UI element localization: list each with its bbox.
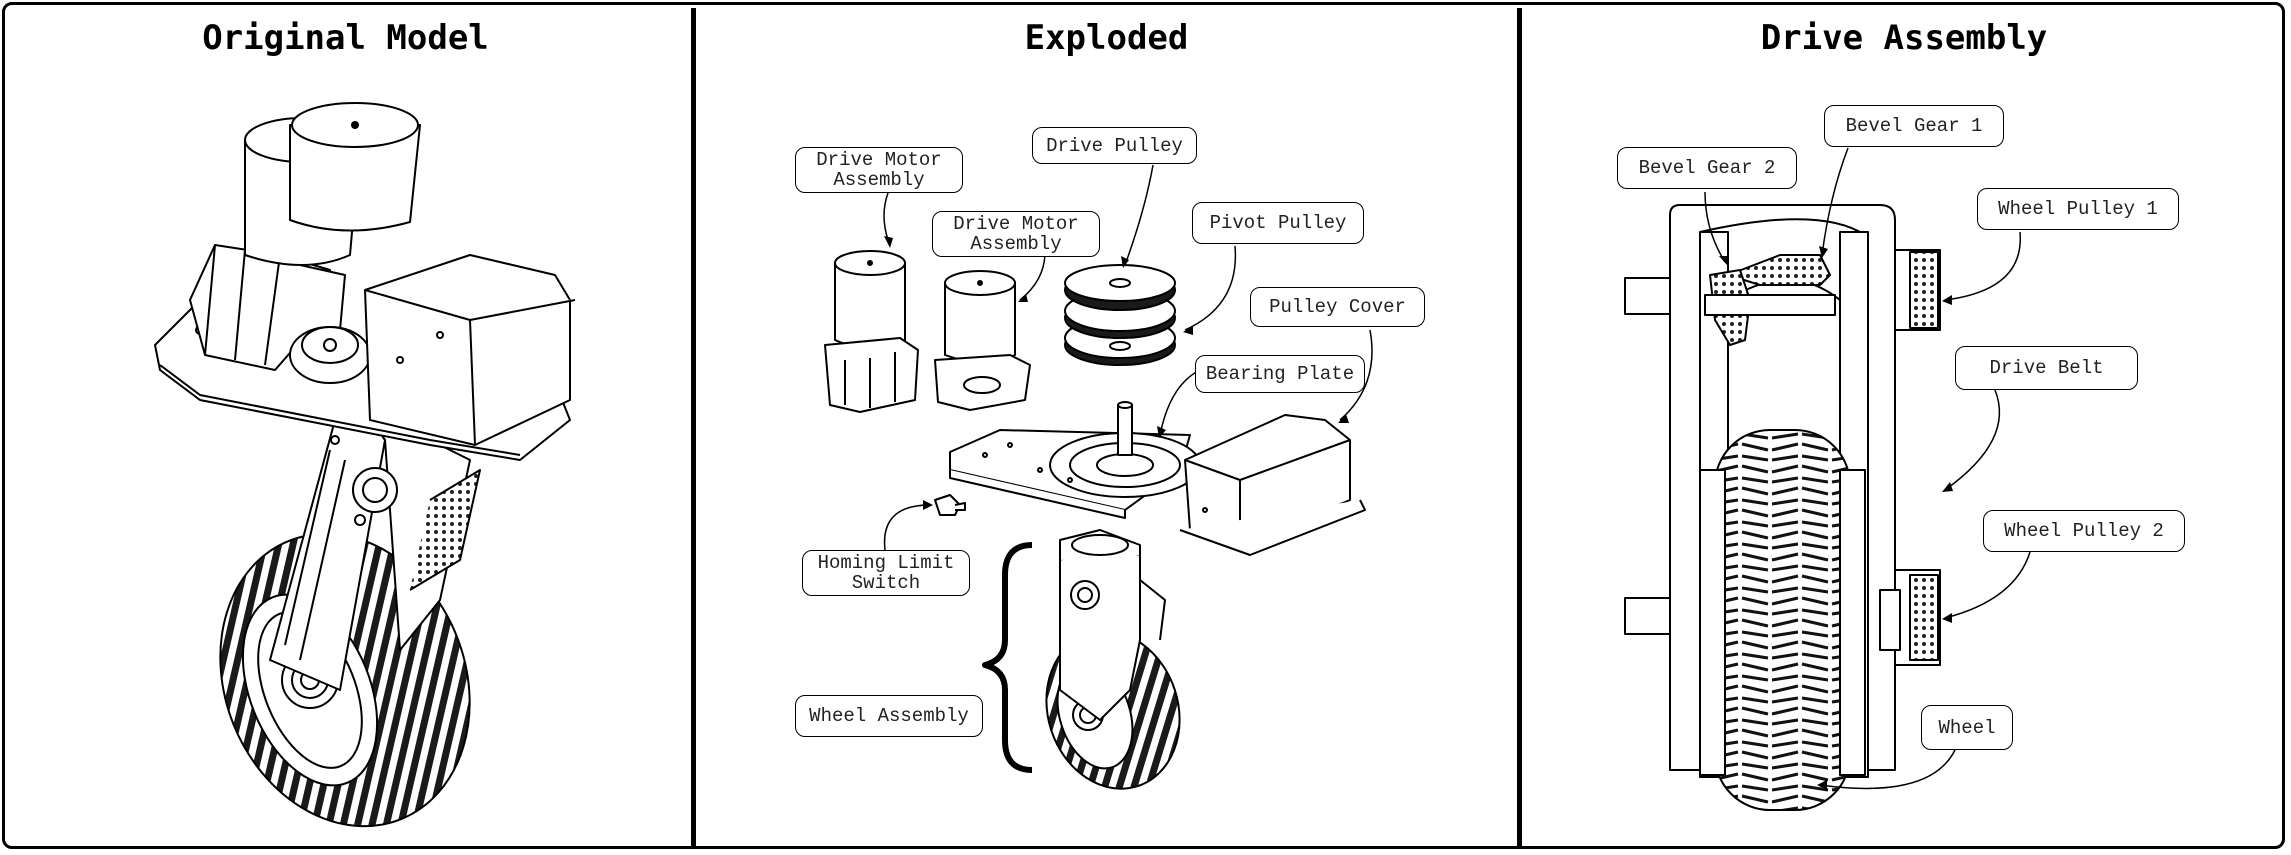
callout-pulley-cover: Pulley Cover (1250, 287, 1425, 327)
callout-bevel-gear-1: Bevel Gear 1 (1824, 105, 2004, 147)
callout-homing-limit-switch: Homing Limit Switch (802, 550, 970, 596)
callout-drive-belt: Drive Belt (1955, 346, 2138, 390)
callout-bevel-gear-2: Bevel Gear 2 (1617, 147, 1797, 189)
exploded-drive-motor-1 (824, 250, 919, 413)
exploded-pivot-pulley (1064, 264, 1176, 366)
panel-title-exploded: Exploded (1024, 18, 1189, 58)
lower-axle-stub (1624, 597, 1671, 635)
exploded-drive-motor-2 (934, 270, 1031, 411)
exploded-bearing-plate (949, 401, 1201, 519)
callout-drive-pulley: Drive Pulley (1032, 127, 1197, 164)
exploded-pulley-cover (1179, 414, 1366, 556)
leader-arrowheads (884, 236, 1953, 790)
exploded-drawing (824, 250, 1366, 790)
callout-wheel: Wheel (1921, 705, 2013, 750)
panel-title-original-model: Original Model (202, 18, 489, 58)
original-model-drawing (154, 102, 576, 828)
wheel-pulleys (1879, 249, 1941, 666)
callout-pivot-pulley: Pivot Pulley (1192, 202, 1364, 244)
callout-wheel-pulley-2: Wheel Pulley 2 (1983, 510, 2185, 552)
upper-axle-stub (1624, 277, 1671, 315)
exploded-limit-switch (934, 494, 966, 516)
exploded-wheel-assembly (1045, 529, 1181, 790)
drive-assembly-drawing (1624, 204, 1941, 811)
panel-divider-2 (1517, 8, 1522, 848)
callout-bearing-plate: Bearing Plate (1195, 355, 1365, 393)
callout-wheel-assembly: Wheel Assembly (795, 695, 983, 737)
bevel-gears (1704, 254, 1836, 346)
panel-title-drive-assembly: Drive Assembly (1760, 18, 2048, 58)
callout-wheel-pulley-1: Wheel Pulley 1 (1977, 188, 2179, 230)
wheel-assembly-brace (982, 542, 1033, 773)
panel-divider-1 (691, 8, 696, 848)
callout-drive-motor-assembly-1: Drive Motor Assembly (795, 147, 963, 193)
drive-wheel (1699, 429, 1866, 811)
callout-drive-motor-assembly-2: Drive Motor Assembly (932, 211, 1100, 257)
